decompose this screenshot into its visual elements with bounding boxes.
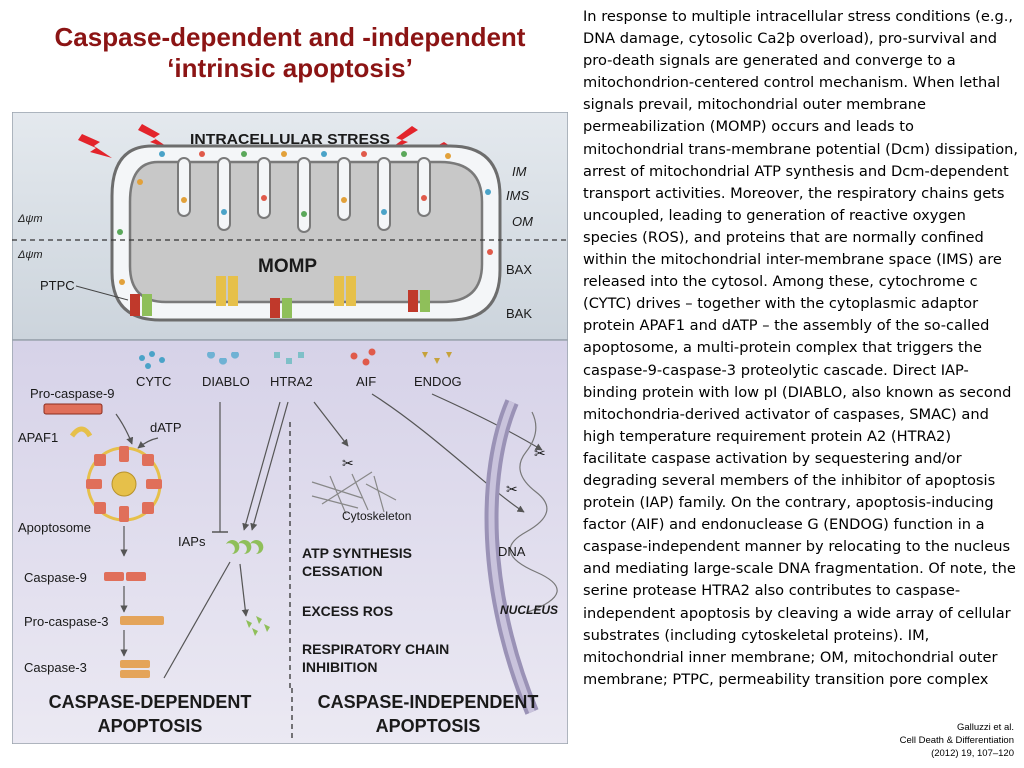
intracellular-stress-label: INTRACELLULAR STRESS: [190, 131, 390, 148]
degraded-iaps-icon: [246, 616, 270, 636]
diablo-label: DIABLO: [202, 374, 250, 389]
bax-channel: [216, 276, 356, 306]
apoptosis-diagram: INTRACELLULAR STRESS IM IMS OM: [12, 112, 568, 744]
ims-label: IMS: [506, 188, 529, 203]
apaf1-icon: [69, 426, 93, 438]
caspase-independent-apoptosis-label: APOPTOSIS: [376, 716, 481, 736]
delta-psi-high-label: Δψm: [17, 213, 43, 225]
bak-label: BAK: [506, 306, 532, 321]
respiratory-chain-label: RESPIRATORY CHAIN: [302, 641, 449, 657]
caspase-dependent-apoptosis-label: APOPTOSIS: [98, 716, 203, 736]
title-line-2: ‘intrinsic apoptosis’: [167, 53, 413, 83]
endog-label: ENDOG: [414, 374, 462, 389]
dna-label: DNA: [498, 544, 526, 559]
dna-scissors-icon-2: ✂: [506, 481, 518, 497]
slide-title: Caspase-dependent and -independent ‘intr…: [10, 22, 570, 84]
caspase-3-label: Caspase-3: [24, 660, 87, 675]
excess-ros-label: EXCESS ROS: [302, 603, 393, 619]
scissors-icon: ✂: [342, 455, 354, 471]
caspase-9-icon: [104, 572, 146, 581]
dna-scissors-icon: ✂: [534, 445, 546, 461]
im-label: IM: [512, 164, 527, 179]
om-label: OM: [512, 214, 533, 229]
pro-caspase-9-icon: [43, 403, 103, 415]
pro-caspase-3-icon: [120, 616, 164, 625]
pro-caspase-9-label: Pro-caspase-9: [30, 386, 115, 401]
caspase-dependent-label: CASPASE-DEPENDENT: [49, 692, 252, 712]
ptpc-label: PTPC: [40, 278, 75, 293]
bak-channel: [270, 290, 430, 318]
lightning-bolt-icon: [138, 124, 172, 150]
citation-journal: Cell Death & Differentiation: [899, 735, 1014, 746]
atp-synthesis-label: ATP SYNTHESIS: [302, 545, 412, 561]
nucleus-label: NUCLEUS: [500, 603, 558, 617]
description-text: In response to multiple intracellular st…: [583, 8, 1019, 688]
apaf1-label: APAF1: [18, 430, 58, 445]
htra2-label: HTRA2: [270, 374, 313, 389]
iaps-icon: [226, 540, 264, 555]
apoptosome-icon: [86, 446, 162, 522]
mitochondrion: [110, 144, 502, 322]
lightning-bolt-icon: [386, 126, 418, 152]
iaps-label: IAPs: [178, 534, 206, 549]
citation-volume: (2012) 19, 107–120: [931, 748, 1014, 759]
momp-label: MOMP: [258, 256, 317, 277]
datp-label: dATP: [150, 420, 182, 435]
caspase-9-label: Caspase-9: [24, 570, 87, 585]
bax-label: BAX: [506, 262, 532, 277]
cytc-label: CYTC: [136, 374, 171, 389]
caspase-independent-label: CASPASE-INDEPENDENT: [318, 692, 539, 712]
citation-authors: Galluzzi et al.: [956, 722, 1014, 733]
cytoskeleton-label: Cytoskeleton: [342, 509, 411, 523]
released-protein-icons: [139, 348, 452, 369]
inhibition-label: INHIBITION: [302, 659, 377, 675]
caspase-3-icon: [120, 660, 150, 678]
title-line-1: Caspase-dependent and -independent: [54, 22, 526, 52]
pro-caspase-3-label: Pro-caspase-3: [24, 614, 109, 629]
apoptosome-label: Apoptosome: [18, 520, 91, 535]
lightning-bolt-icon: [78, 134, 112, 158]
dna-icon: [509, 411, 558, 613]
nucleus: ✂ ✂: [484, 399, 558, 715]
ims-proteins: [117, 151, 493, 285]
cytoskeleton-icon: [311, 471, 397, 515]
delta-psi-low-label: Δψm: [17, 249, 43, 261]
ptpc-channel: [130, 294, 152, 316]
cessation-label: CESSATION: [302, 563, 383, 579]
citation: Galluzzi et al. Cell Death & Differentia…: [900, 721, 1014, 760]
aif-label: AIF: [356, 374, 376, 389]
